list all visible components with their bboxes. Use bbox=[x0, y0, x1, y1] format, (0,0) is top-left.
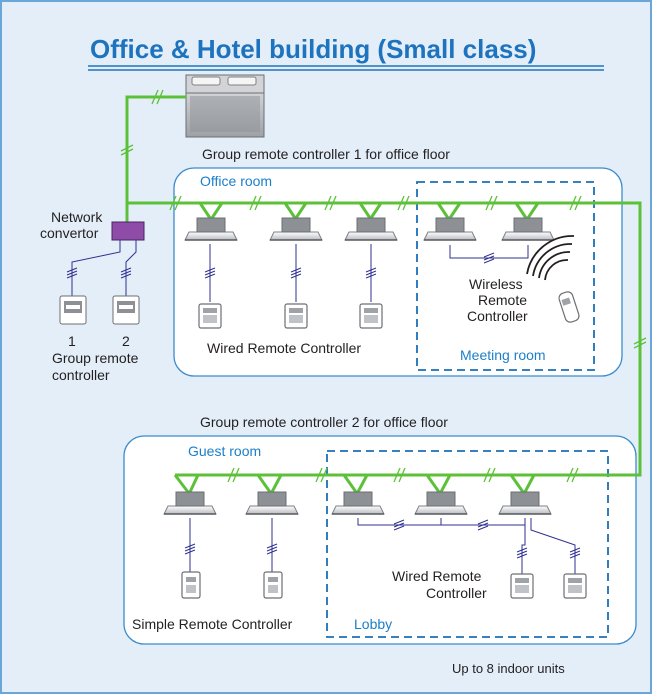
group-remote-number-2: 2 bbox=[122, 333, 130, 349]
group-remote-label-2: controller bbox=[52, 367, 110, 383]
group-remote-number-1: 1 bbox=[68, 333, 76, 349]
group2-label: Group remote controller 2 for office flo… bbox=[200, 414, 448, 430]
outdoor-unit bbox=[185, 74, 265, 138]
office-room-label: Office room bbox=[200, 173, 273, 189]
group-remote-controllers bbox=[59, 295, 140, 325]
simple-remote-label: Simple Remote Controller bbox=[132, 616, 293, 632]
meeting-room-label: Meeting room bbox=[460, 347, 546, 363]
guest-room-label: Guest room bbox=[188, 443, 262, 459]
green-slash-marks bbox=[120, 89, 647, 483]
up-to-label: Up to 8 indoor units bbox=[452, 661, 565, 676]
wireless-label-3: Controller bbox=[467, 308, 528, 324]
group1-label: Group remote controller 1 for office flo… bbox=[202, 146, 450, 162]
guest-room-box bbox=[123, 435, 637, 645]
wireless-remote bbox=[526, 235, 580, 323]
green-wiring bbox=[125, 95, 642, 493]
network-convertor-box bbox=[111, 221, 145, 241]
lobby-wired-label-2: Controller bbox=[426, 585, 487, 601]
wired-remote-label: Wired Remote Controller bbox=[207, 340, 362, 356]
network-convertor-label-2: convertor bbox=[40, 225, 99, 241]
wireless-label-2: Remote bbox=[478, 292, 528, 308]
wireless-label-1: Wireless bbox=[469, 276, 523, 292]
lobby-wired-label-1: Wired Remote bbox=[392, 568, 482, 584]
group-remote-label-1: Group remote bbox=[52, 350, 139, 366]
lobby-label: Lobby bbox=[354, 616, 393, 632]
page-title: Office & Hotel building (Small class) bbox=[90, 34, 537, 64]
simple-remotes bbox=[181, 571, 283, 599]
network-convertor-label-1: Network bbox=[51, 209, 103, 225]
